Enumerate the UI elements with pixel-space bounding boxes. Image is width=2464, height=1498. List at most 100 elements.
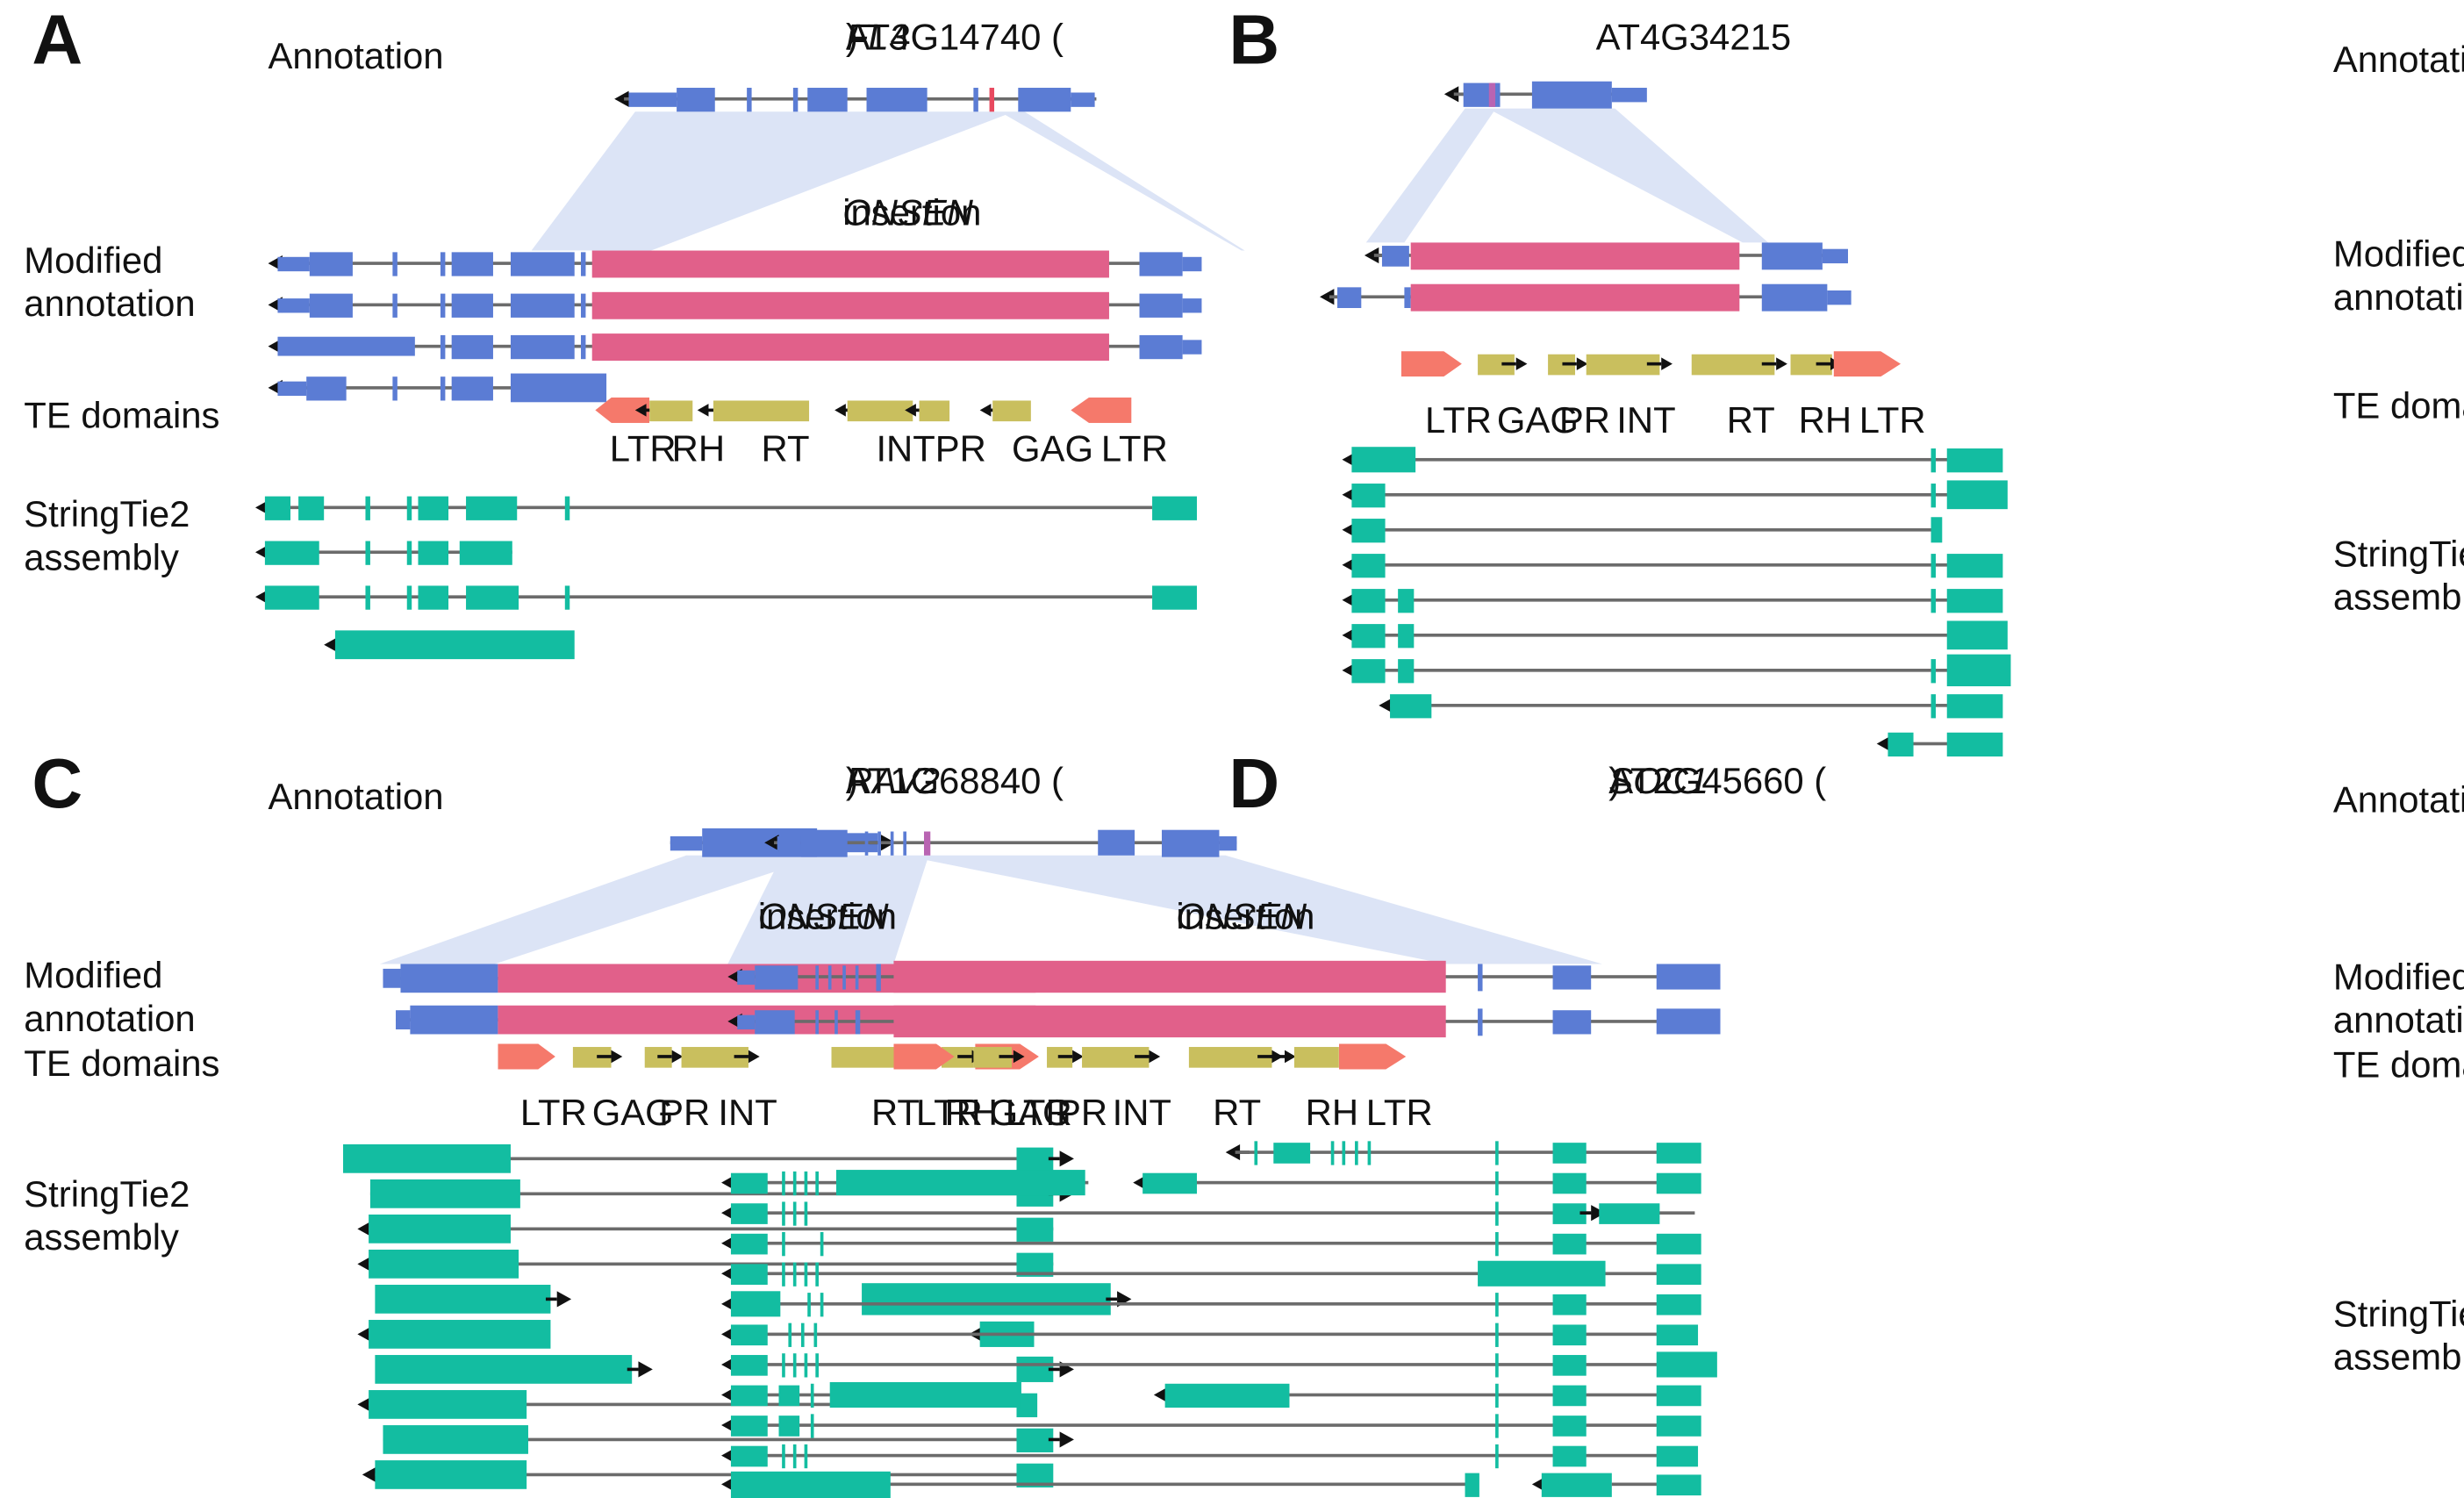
panel-C-te-domain-label-3-seg: INT bbox=[718, 1091, 777, 1134]
panel-B-row-label-4-seg: StringTie2 bbox=[2332, 533, 2464, 575]
panel-D-annotation-exon-block bbox=[800, 828, 848, 857]
panel-A-stringtie2-3-exon-block bbox=[466, 584, 519, 609]
panel-D-stringtie2-2-exon-tick bbox=[782, 1170, 785, 1195]
panel-B-te-domains-te-domain-block bbox=[1548, 353, 1576, 375]
panel-A-row-label-1-seg: Modified bbox=[24, 239, 163, 282]
panel-B-modified-annotation-2-onsen-insertion-block bbox=[1410, 283, 1740, 311]
panel-C-stringtie2-3-exon-block bbox=[1016, 1216, 1054, 1242]
panel-A-annotation-exon-block bbox=[1018, 87, 1071, 111]
panel-C-stringtie2-10-exon-block bbox=[375, 1460, 527, 1489]
panel-B-stringtie2-2-intron-line bbox=[1351, 492, 1951, 497]
panel-A-stringtie2-1-exon-block bbox=[298, 495, 325, 520]
panel-C-stringtie2-7-strand-arrow-tail bbox=[627, 1367, 639, 1372]
panel-A-modified-annotation-2-exon-block bbox=[1139, 292, 1183, 318]
panel-D-stringtie2-5-exon-tick bbox=[815, 1261, 819, 1286]
panel-D-te-domains-te-domain-block bbox=[1188, 1046, 1272, 1067]
panel-C-gene-title-seg: ) bbox=[845, 759, 858, 801]
panel-A-stringtie2-3-intron-line bbox=[264, 595, 1153, 598]
panel-A-modified-annotation-4-utr-block bbox=[277, 380, 307, 396]
panel-D-modified-annotation-2-exon-tick bbox=[1478, 1007, 1483, 1036]
panel-C-stringtie2-1-intron-line bbox=[347, 1157, 1054, 1161]
panel-C-stringtie2-1-exon-block bbox=[1016, 1146, 1054, 1171]
panel-C-stringtie2-6-strand-arrow-icon bbox=[357, 1326, 372, 1343]
panel-C-row-label-5-seg: assembly bbox=[24, 1215, 179, 1258]
panel-A-stringtie2-4-exon-block bbox=[334, 630, 575, 660]
panel-D-stringtie2-2-exon-block bbox=[1656, 1172, 1701, 1193]
panel-B-te-domain-label-5-seg: RH bbox=[1798, 398, 1852, 441]
panel-A-modified-annotation-1-exon-block bbox=[1139, 251, 1183, 276]
panel-C-stringtie2-10-intron-line bbox=[375, 1473, 1021, 1477]
panel-C-te-domain-label-5-seg: RH bbox=[944, 1091, 999, 1134]
panel-A-annotation-exon-tick bbox=[973, 87, 978, 111]
panel-A-annotation-exon-tick bbox=[792, 87, 799, 111]
panel-A-te-domains-te-domain-block bbox=[919, 399, 950, 421]
panel-B-modified-annotation-2-strand-arrow-icon bbox=[1320, 289, 1335, 305]
panel-A-modified-annotation-1-exon-tick bbox=[580, 251, 586, 276]
panel-C-te-domains-te-arrow-tail bbox=[734, 1055, 749, 1058]
panel-C-stringtie2-1-exon-block bbox=[343, 1143, 511, 1173]
panel-A-te-domains-te-arrow-icon bbox=[697, 404, 709, 417]
panel-D-row-label-3-seg: TE domains bbox=[2332, 1043, 2464, 1086]
panel-A-row-label-2-seg: annotation bbox=[24, 282, 196, 325]
panel-B-annotation-exon-block bbox=[1531, 80, 1612, 108]
panel-B-annotation-insertion-site-tick bbox=[1488, 82, 1496, 106]
panel-B-te-domain-label-1-seg: GAG bbox=[1496, 398, 1579, 441]
panel-D-stringtie2-7-intron-line bbox=[730, 1332, 1695, 1337]
panel-A-row-label-5-seg: assembly bbox=[24, 536, 179, 578]
panel-D-annotation-intron-line bbox=[774, 841, 1237, 845]
panel-A-gene-title-seg: FL3 bbox=[845, 16, 909, 58]
panel-B-stringtie2-4-exon-tick bbox=[1930, 553, 1937, 577]
panel-B-te-domains-te-arrow-tail bbox=[1761, 362, 1777, 366]
panel-D-stringtie2-3-exon-block bbox=[1552, 1202, 1587, 1223]
panel-C-row-label-0-seg: Annotation bbox=[268, 775, 444, 818]
panel-A-stringtie2-3-exon-block bbox=[1152, 584, 1197, 609]
panel-A-modified-annotation-1-utr-block bbox=[1182, 255, 1202, 271]
panel-D-te-domains-te-arrow-tail bbox=[1270, 1055, 1286, 1058]
panel-A-stringtie2-1-exon-block bbox=[418, 495, 449, 520]
panel-D-zoom-band-inner bbox=[893, 860, 1446, 964]
panel-B-stringtie2-5-exon-block bbox=[1946, 588, 2003, 613]
panel-D-modified-annotation-1-exon-tick bbox=[827, 964, 832, 989]
panel-C-modified-annotation-1-utr-block bbox=[383, 968, 401, 988]
panel-D-stringtie2-10-exon-block bbox=[1552, 1415, 1587, 1436]
panel-C-stringtie2-3-exon-block bbox=[369, 1214, 511, 1244]
panel-A-gene-title-seg: ) bbox=[845, 16, 858, 58]
panel-D-modified-annotation-1-exon-tick bbox=[815, 964, 819, 989]
panel-C-te-domains-te-arrow-icon bbox=[671, 1050, 684, 1064]
panel-B-te-domains-te-arrow-tail bbox=[1646, 362, 1662, 366]
panel-D-stringtie2-1-exon-block bbox=[1656, 1142, 1701, 1163]
panel-C-stringtie2-9-strand-arrow-tail bbox=[1048, 1437, 1060, 1442]
panel-C-te-domain-label-2-seg: PR bbox=[659, 1091, 711, 1134]
panel-D-stringtie2-3-exon-tick bbox=[804, 1201, 808, 1225]
panel-C-stringtie2-8-intron-line bbox=[369, 1402, 1030, 1407]
panel-B-te-domains-te-arrow-icon bbox=[1776, 357, 1787, 370]
panel-B-row-label-3-seg: TE domains bbox=[2332, 384, 2464, 426]
panel-C-stringtie2-5-exon-block bbox=[375, 1285, 551, 1314]
panel-D-stringtie2-11-exon-block bbox=[1552, 1444, 1587, 1466]
panel-B-te-domains-te-arrow-tail bbox=[1816, 362, 1830, 366]
panel-D-stringtie2-11-exon-block bbox=[1656, 1444, 1699, 1466]
panel-A-stringtie2-3-exon-tick bbox=[406, 584, 412, 609]
panel-D-modified-annotation-2-exon-tick bbox=[855, 1009, 861, 1034]
panel-B-stringtie2-7-exon-block bbox=[1398, 658, 1415, 683]
panel-B-modified-annotation-1-exon-block bbox=[1381, 245, 1409, 266]
panel-D-te-domains-te-arrow-tail bbox=[999, 1055, 1014, 1058]
panel-B-row-label-0-seg: Annotation bbox=[2332, 38, 2464, 80]
panel-A-modified-annotation-2-exon-block bbox=[510, 292, 575, 318]
panel-B-te-domains-te-arrow-icon bbox=[1661, 357, 1673, 370]
panel-D-modified-annotation-2-exon-block bbox=[1656, 1008, 1721, 1035]
panel-D-stringtie2-1-intron-line bbox=[1235, 1150, 1695, 1154]
panel-D-stringtie2-11-exon-block bbox=[730, 1444, 768, 1466]
panel-C-modified-annotation-2-utr-block bbox=[396, 1010, 411, 1030]
panel-A-modified-annotation-4-exon-block bbox=[451, 376, 493, 400]
panel-C-stringtie2-6-exon-block bbox=[369, 1320, 551, 1349]
panel-C-stringtie2-5-strand-arrow-tail bbox=[1106, 1297, 1118, 1301]
panel-D-modified-annotation-2-onsen-insertion-block bbox=[893, 1005, 1446, 1038]
panel-D-stringtie2-9-exon-block bbox=[829, 1381, 1021, 1408]
panel-B-stringtie2-7-exon-tick bbox=[1930, 658, 1937, 683]
panel-A-stringtie2-3-exon-block bbox=[264, 584, 319, 609]
panel-C-stringtie2-9-exon-block bbox=[1016, 1427, 1054, 1452]
panel-A-te-domains-te-domain-block bbox=[649, 399, 693, 421]
panel-D-stringtie2-11-intron-line bbox=[730, 1453, 1695, 1458]
panel-D-stringtie2-5-intron-line bbox=[730, 1272, 1695, 1276]
